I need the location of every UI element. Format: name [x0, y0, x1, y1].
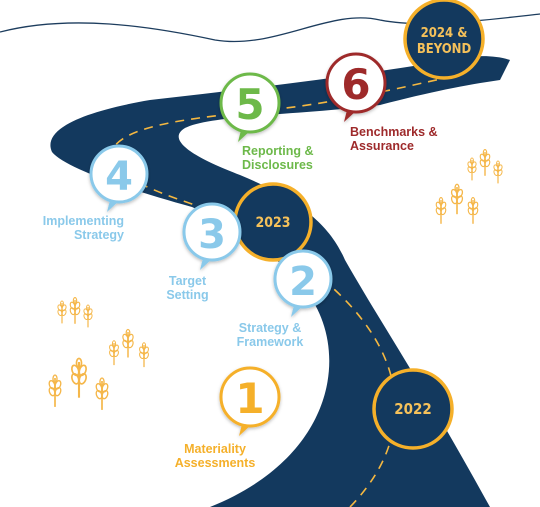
year-2023-label: 2023	[255, 215, 290, 231]
step-6-number: 6	[341, 60, 370, 109]
step-4-pin: 4	[89, 144, 149, 212]
step-2-label: Strategy & Framework	[225, 321, 315, 349]
step-1-number: 1	[235, 374, 264, 423]
step-6-label: Benchmarks & Assurance	[350, 125, 450, 153]
step-3-pin: 3	[182, 202, 242, 270]
step-3-label-line1: Target	[168, 274, 207, 288]
step-5-label-line1: Reporting &	[242, 144, 314, 158]
step-3-label: Target Setting	[150, 274, 225, 302]
step-3-label-line2: Setting	[166, 288, 209, 302]
step-1-label-line1: Materiality	[184, 442, 246, 456]
step-1-label: Materiality Assessments	[165, 442, 265, 470]
step-4-label-line2: Strategy	[73, 228, 124, 242]
step-6-label-line2: Assurance	[350, 139, 414, 153]
step-4-number: 4	[105, 154, 133, 200]
step-2-label-line2: Framework	[236, 335, 304, 349]
step-4-label-line1: Implementing	[42, 214, 124, 228]
step-6-pin: 6	[325, 52, 387, 122]
step-4-label: Implementing Strategy	[22, 214, 124, 242]
step-2-label-line1: Strategy &	[238, 321, 302, 335]
step-1-pin: 1	[219, 366, 281, 436]
step-5-label: Reporting & Disclosures	[242, 144, 332, 172]
wheat-icon	[434, 148, 504, 225]
year-2023-marker: 2023	[233, 182, 313, 262]
step-6-label-line1: Benchmarks &	[350, 125, 438, 139]
step-5-pin: 5	[219, 72, 281, 142]
step-5-number: 5	[235, 80, 264, 129]
year-2022-marker: 2022	[372, 368, 454, 450]
step-2-number: 2	[289, 259, 317, 305]
year-2022-label: 2022	[394, 400, 432, 418]
year-2024-marker: 2024 & BEYOND	[403, 0, 485, 80]
year-2024-label-line2: BEYOND	[417, 42, 472, 57]
year-2024-label-line1: 2024 &	[421, 26, 468, 41]
step-5-label-line2: Disclosures	[242, 158, 313, 172]
step-1-label-line2: Assessments	[174, 456, 256, 470]
step-3-number: 3	[198, 212, 226, 258]
wheat-icon	[47, 296, 150, 411]
step-2-pin: 2	[273, 249, 333, 317]
